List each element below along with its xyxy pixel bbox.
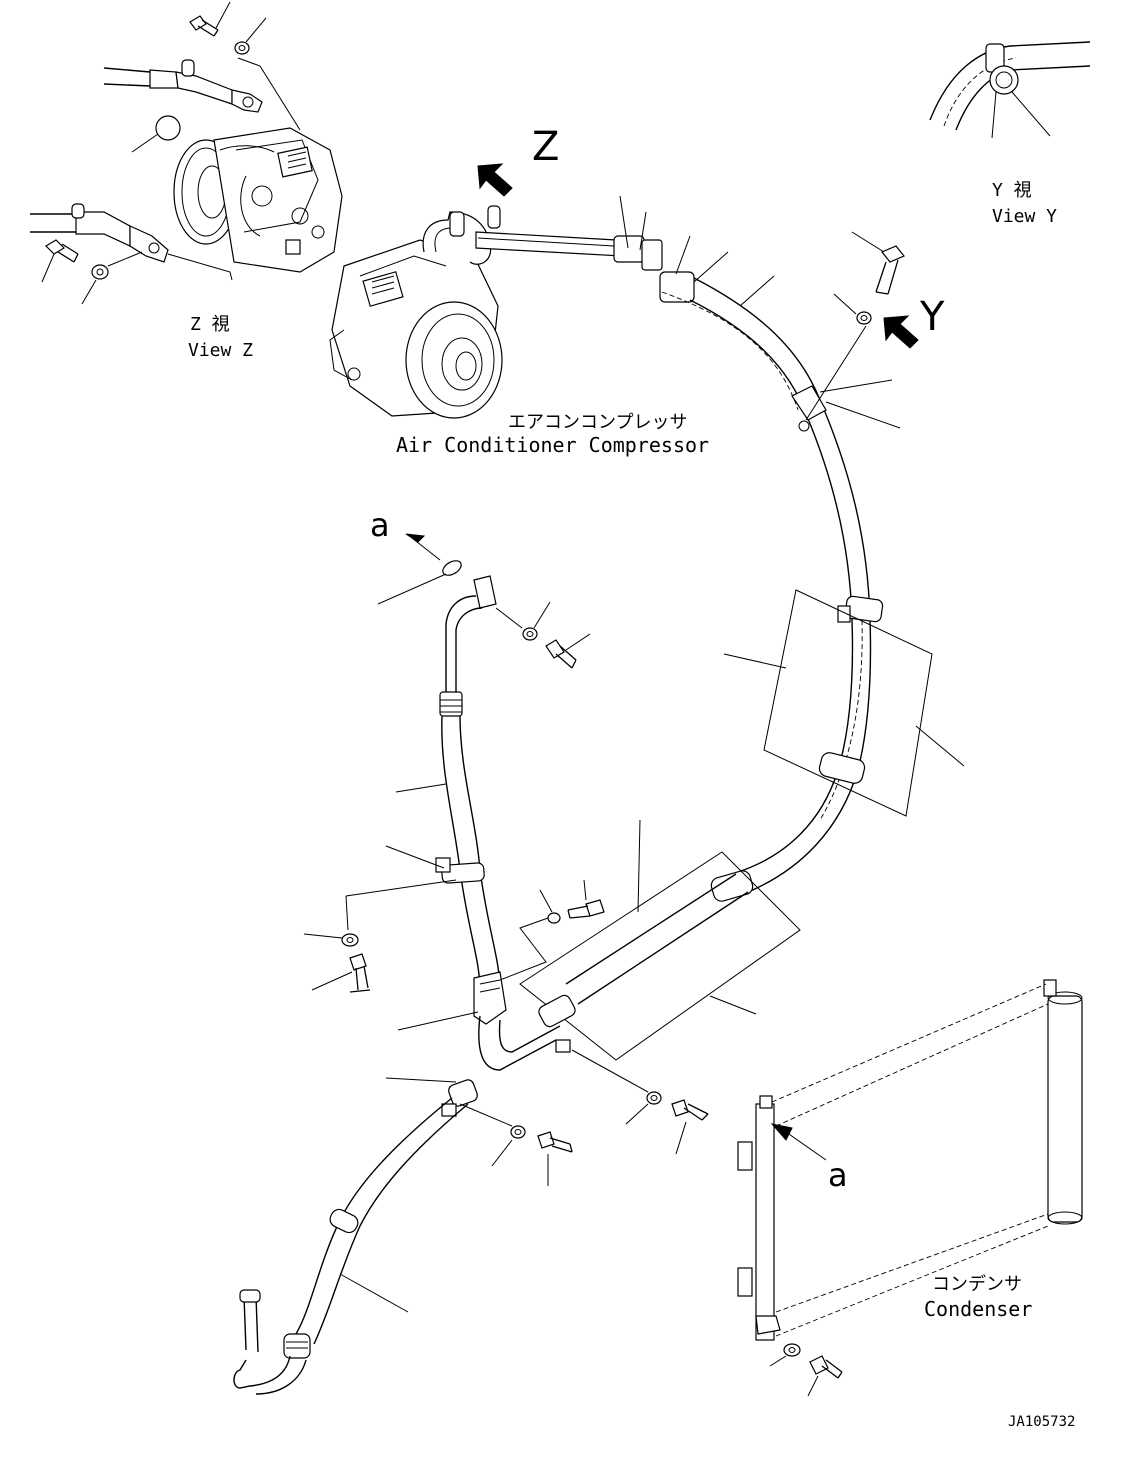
washer-icon <box>459 1103 526 1167</box>
bolt-icon <box>567 879 605 919</box>
washer-icon <box>234 17 267 55</box>
condenser: a <box>737 979 1083 1341</box>
washer-icon <box>303 933 359 947</box>
compressor-label-jp: エアコンコンプレッサ <box>508 412 687 433</box>
washer-icon <box>571 1049 662 1125</box>
view-y-title: Y 視 <box>992 180 1032 201</box>
bolt-icon <box>807 1355 843 1397</box>
ref-a-bottom: a <box>828 1156 848 1194</box>
washer-icon <box>81 264 109 305</box>
drawing-number: JA105732 <box>1008 1414 1075 1430</box>
bolt-icon <box>311 953 371 993</box>
lower-hose <box>233 1077 478 1395</box>
view-y-letter: Y <box>919 294 945 340</box>
view-y-inset: Y 視 View Y <box>929 41 1091 227</box>
view-z-title: Z 視 <box>190 314 230 335</box>
compressor-label-en: Air Conditioner Compressor <box>396 433 709 457</box>
compressor-view-z <box>173 127 343 273</box>
bolt-icon <box>545 633 591 669</box>
view-y-caption: View Y <box>992 206 1057 227</box>
washer-icon <box>769 1343 801 1367</box>
o-ring-icon <box>131 115 181 153</box>
ref-a-top: a <box>370 506 390 544</box>
bolt-icon <box>671 1099 709 1155</box>
view-z-inset: Z 視 View Z <box>30 1 343 361</box>
condenser-label-jp: コンデンサ <box>932 1274 1022 1295</box>
bolt-icon <box>189 1 231 37</box>
suction-hose-run <box>519 589 965 1061</box>
bolt-icon <box>41 239 79 283</box>
air-conditioner-compressor <box>329 205 503 419</box>
washer-icon <box>539 889 561 924</box>
view-z-caption: View Z <box>188 340 253 361</box>
washer-icon <box>805 293 872 421</box>
view-y-arrow: Y <box>883 294 945 349</box>
liquid-hose: a <box>345 506 576 1071</box>
discharge-hose <box>475 195 901 621</box>
bolt-icon <box>537 1131 573 1186</box>
view-z-letter: Z <box>532 124 559 170</box>
washer-icon <box>495 601 551 641</box>
condenser-label-en: Condenser <box>924 1297 1032 1321</box>
view-z-arrow: Z <box>477 124 559 197</box>
bolt-icon <box>851 231 905 295</box>
